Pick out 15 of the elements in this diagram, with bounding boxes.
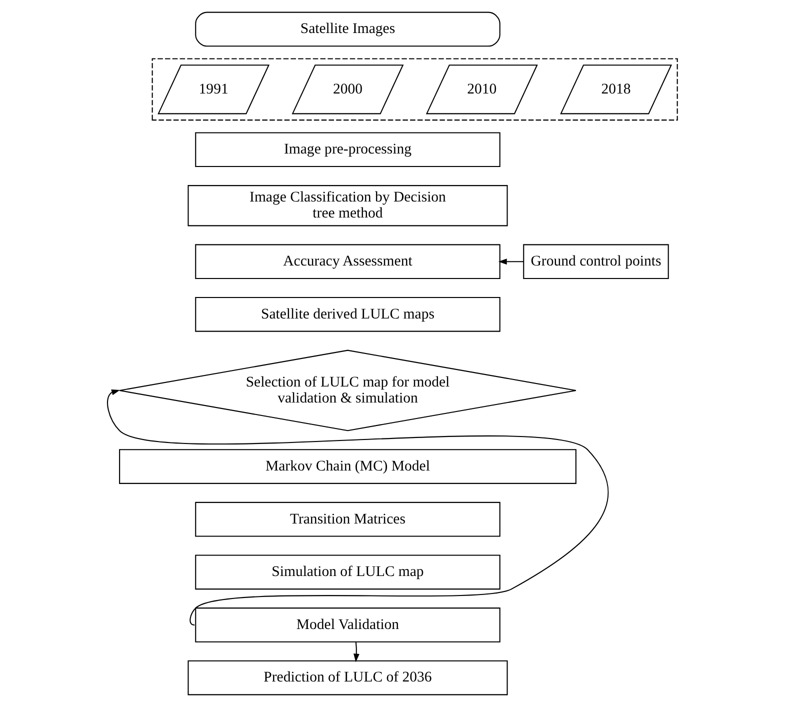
cluster (152, 58, 678, 121)
node-box: Prediction of LULC of 2036 (188, 660, 508, 696)
node-box: Image pre-processing (195, 132, 500, 168)
node-box: Satellite derived LULC maps (195, 296, 500, 332)
node-box: Markov Chain (MC) Model (119, 449, 576, 484)
node-box: Transition Matrices (195, 502, 500, 537)
arrow (354, 642, 360, 662)
node-box: Simulation of LULC map (195, 554, 500, 590)
node-box: Image Classification by Decision tree method (188, 185, 508, 226)
node-box: Model Validation (195, 608, 500, 642)
node-box: Satellite Images (195, 12, 500, 47)
node-diamond: Selection of LULC map for model validation & simulation (119, 350, 576, 432)
node-box: Accuracy Assessment (195, 244, 500, 280)
node-box: Ground control points (523, 244, 669, 280)
arrow (498, 258, 524, 265)
